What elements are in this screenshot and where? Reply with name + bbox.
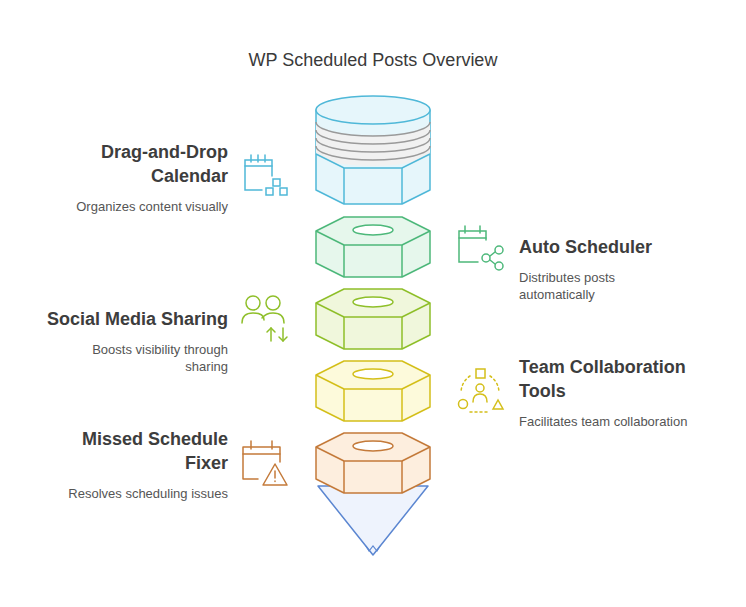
hex-prism bbox=[316, 217, 430, 277]
feature-heading: Social Media Sharing bbox=[8, 307, 228, 331]
diagram-title: WP Scheduled Posts Overview bbox=[0, 50, 746, 71]
hex-prism bbox=[316, 361, 430, 421]
feature-description: Distributes posts automatically bbox=[519, 269, 644, 303]
feature-description: Facilitates team collaboration bbox=[519, 413, 739, 430]
feature-heading: Drag-and-Drop Calendar bbox=[68, 140, 228, 188]
feature-heading: Missed Schedule Fixer bbox=[58, 427, 228, 475]
feature-block: Drag-and-Drop CalendarOrganizes content … bbox=[28, 140, 228, 215]
hex-prism bbox=[316, 289, 430, 349]
warning-calendar-icon bbox=[243, 441, 287, 485]
feature-block: Auto SchedulerDistributes posts automati… bbox=[519, 235, 719, 303]
feature-block: Social Media SharingBoosts visibility th… bbox=[8, 307, 228, 375]
cone-tip bbox=[318, 486, 428, 555]
feature-heading: Auto Scheduler bbox=[519, 235, 719, 259]
top-cylinder bbox=[316, 96, 430, 204]
people-icon bbox=[242, 296, 287, 341]
feature-heading: Team Collaboration Tools bbox=[519, 355, 719, 403]
feature-description: Organizes content visually bbox=[28, 198, 228, 215]
feature-description: Resolves scheduling issues bbox=[28, 485, 228, 502]
schedule-share-icon bbox=[459, 226, 503, 270]
hex-prism bbox=[316, 433, 430, 493]
feature-block: Team Collaboration ToolsFacilitates team… bbox=[519, 355, 739, 430]
feature-block: Missed Schedule FixerResolves scheduling… bbox=[28, 427, 228, 502]
feature-description: Boosts visibility through sharing bbox=[58, 341, 228, 375]
cone-notch bbox=[366, 546, 380, 551]
team-icon bbox=[459, 369, 504, 412]
calendar-icon bbox=[245, 155, 287, 195]
